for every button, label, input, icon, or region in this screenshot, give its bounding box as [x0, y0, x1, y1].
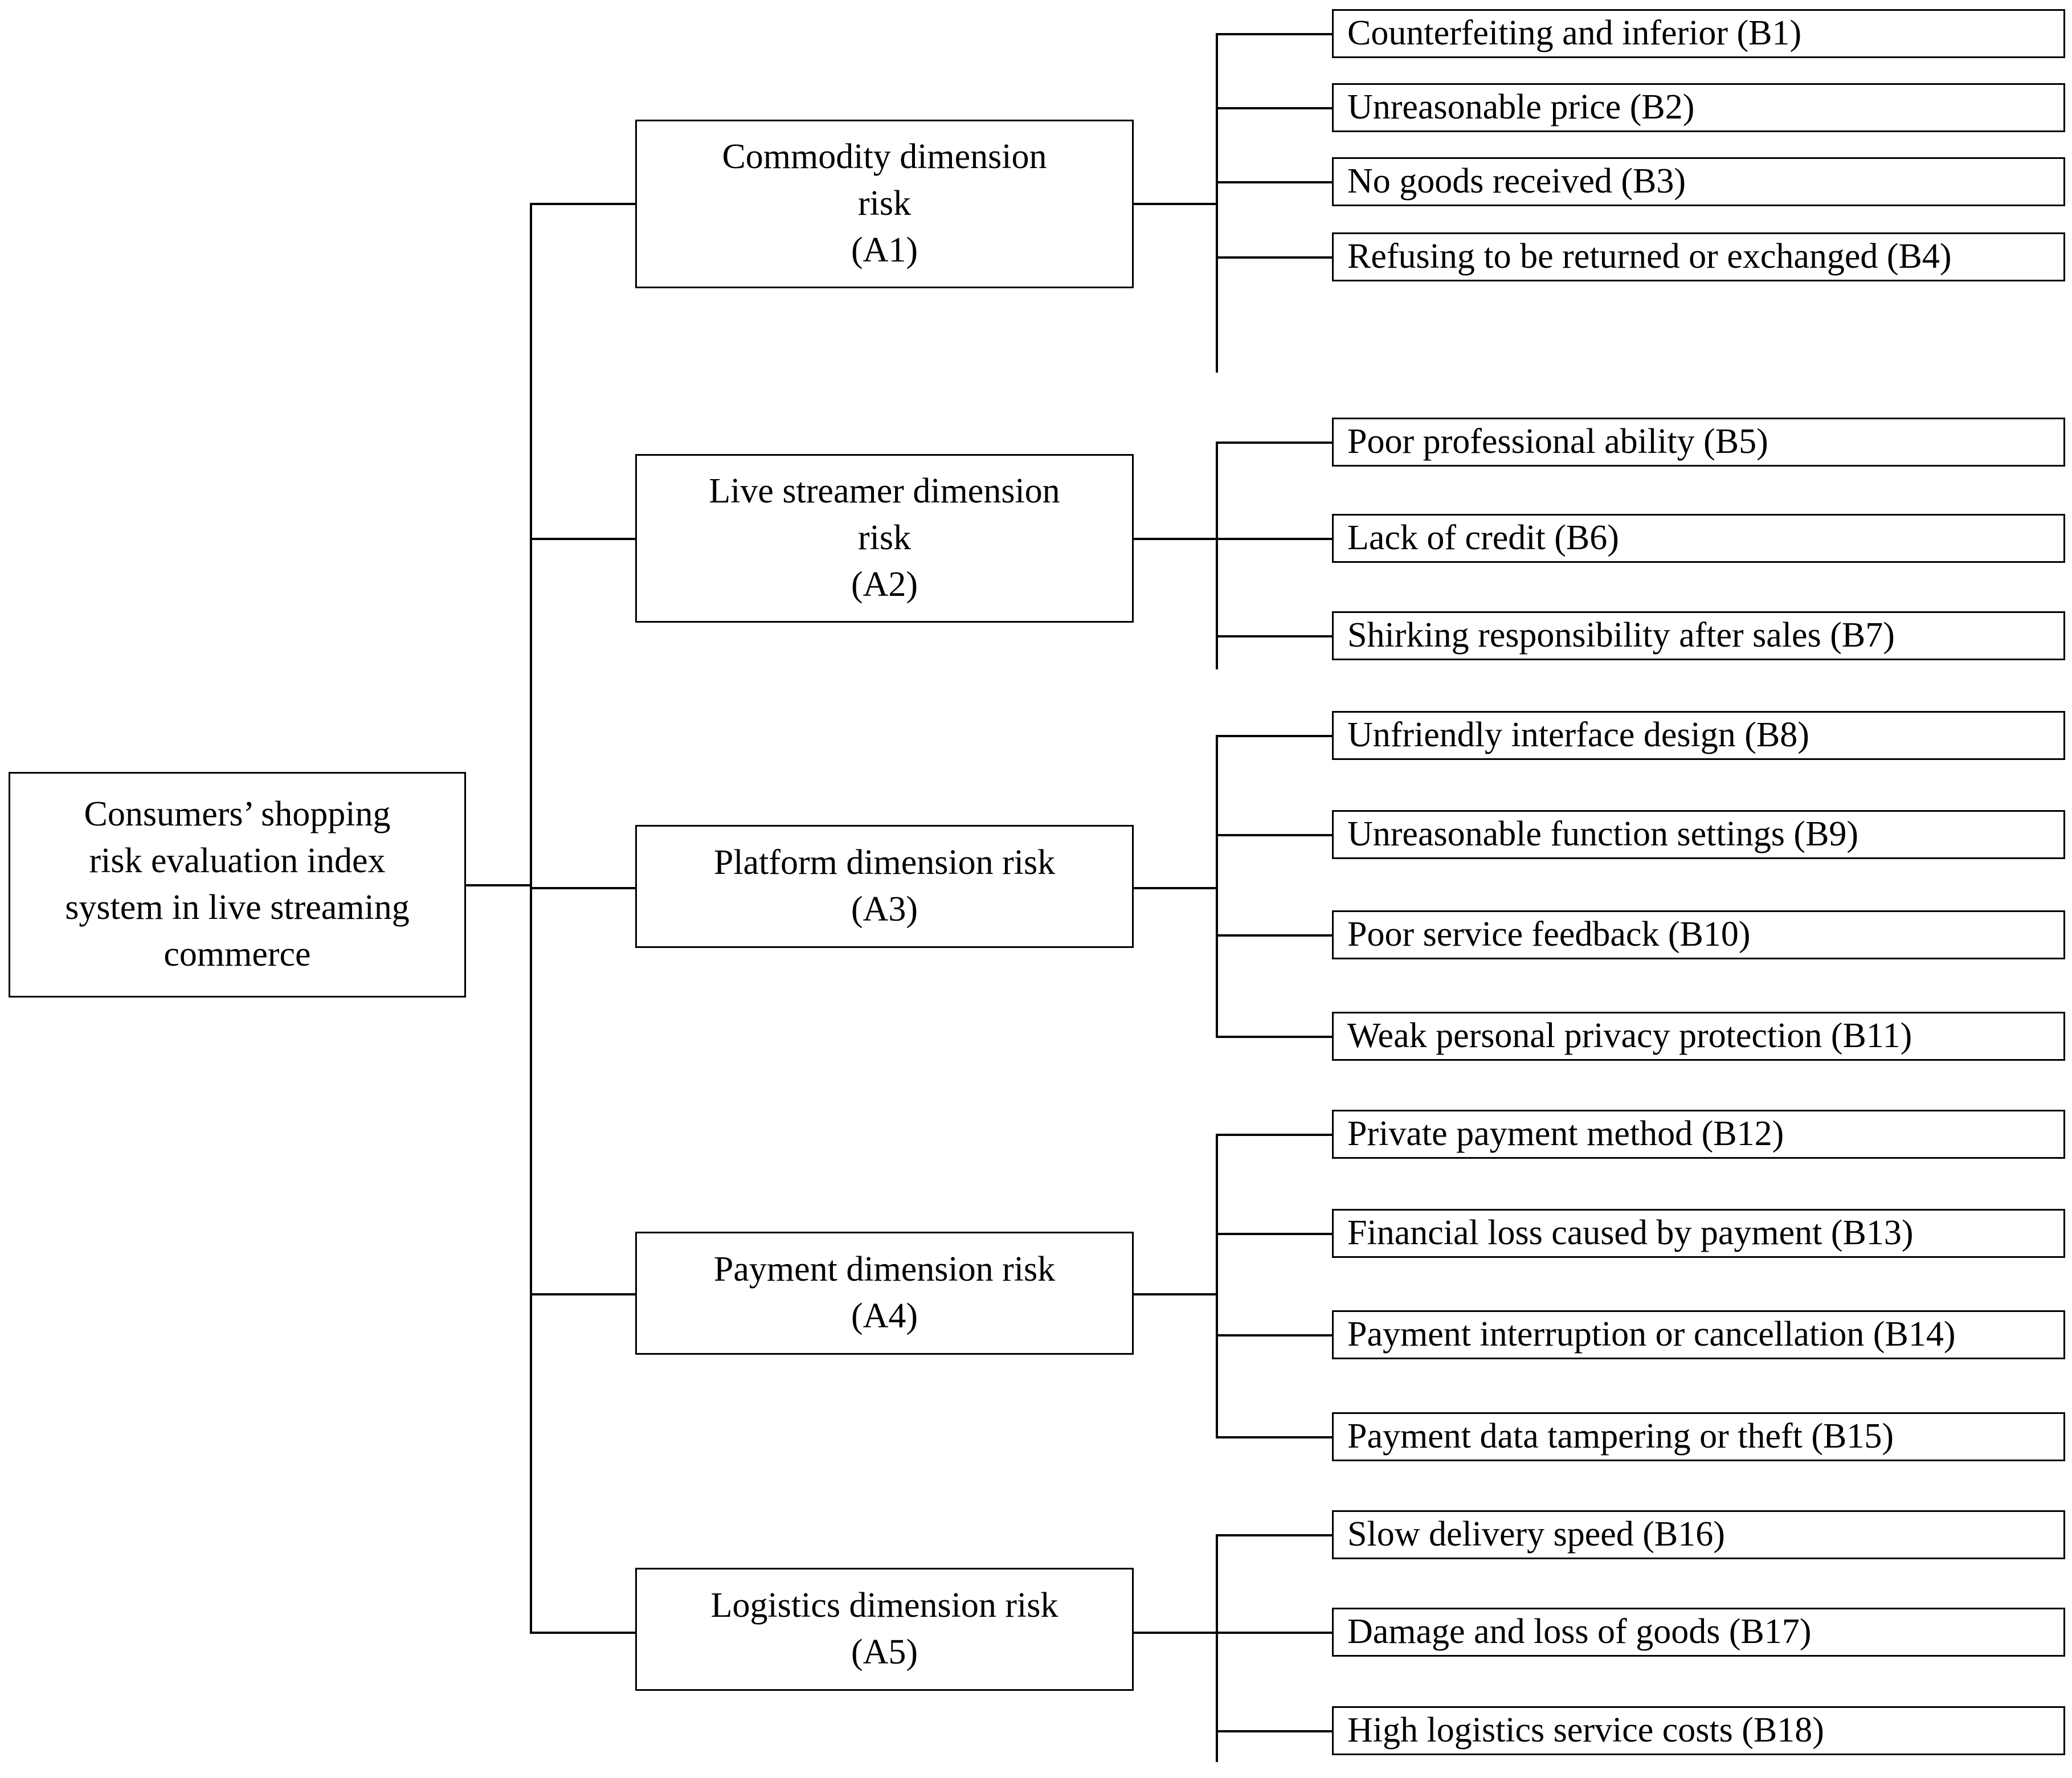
indicator-node-b10-label: Poor service feedback (B10) [1347, 915, 1751, 954]
connector-branch-to-b1 [1216, 33, 1333, 35]
indicator-node-b11[interactable]: Weak personal privacy protection (B11) [1332, 1012, 2065, 1061]
connector-trunk-to-a3 [530, 887, 637, 889]
root-node-label: Consumers’ shopping risk evaluation inde… [65, 795, 410, 974]
indicator-node-b6-label: Lack of credit (B6) [1347, 518, 1619, 558]
indicator-node-b15[interactable]: Payment data tampering or theft (B15) [1332, 1412, 2065, 1461]
root-node-box[interactable]: Consumers’ shopping risk evaluation inde… [9, 772, 466, 998]
indicator-node-b13[interactable]: Financial loss caused by payment (B13) [1332, 1209, 2065, 1258]
dimension-node-a2[interactable]: Live streamer dimension risk (A2) [635, 454, 1134, 623]
connector-branch-to-b10 [1216, 934, 1333, 937]
connector-trunk-to-a5 [530, 1632, 637, 1634]
connector-trunk-to-a1 [530, 203, 637, 205]
indicator-node-b8[interactable]: Unfriendly interface design (B8) [1332, 711, 2065, 760]
indicator-node-b11-label: Weak personal privacy protection (B11) [1347, 1016, 1912, 1056]
indicator-node-b8-label: Unfriendly interface design (B8) [1347, 716, 1809, 755]
connector-a2-to-branch [1133, 538, 1218, 540]
indicator-node-b5-label: Poor professional ability (B5) [1347, 422, 1768, 461]
indicator-node-b1-label: Counterfeiting and inferior (B1) [1347, 14, 1802, 53]
connector-trunk-to-a2 [530, 538, 637, 540]
indicator-node-b5[interactable]: Poor professional ability (B5) [1332, 418, 2065, 467]
connector-branch-to-b9 [1216, 834, 1333, 836]
connector-a1-to-branch [1133, 203, 1218, 205]
dimension-node-a4[interactable]: Payment dimension risk (A4) [635, 1232, 1134, 1355]
connector-branch-to-b16 [1216, 1534, 1333, 1536]
dimension-node-a4-label: Payment dimension risk (A4) [713, 1250, 1056, 1335]
connector-a5-branch-trunk [1216, 1534, 1218, 1762]
indicator-node-b16[interactable]: Slow delivery speed (B16) [1332, 1510, 2065, 1559]
indicator-node-b17[interactable]: Damage and loss of goods (B17) [1332, 1608, 2065, 1657]
connector-branch-to-b13 [1216, 1233, 1333, 1235]
connector-branch-to-b8 [1216, 735, 1333, 737]
connector-root-to-trunk [466, 884, 532, 886]
connector-a2-branch-trunk [1216, 442, 1218, 669]
connector-a1-branch-trunk [1216, 33, 1218, 373]
connector-a4-to-branch [1133, 1293, 1218, 1295]
indicator-node-b4-label: Refusing to be returned or exchanged (B4… [1347, 237, 1952, 276]
indicator-node-b4[interactable]: Refusing to be returned or exchanged (B4… [1332, 232, 2065, 281]
connector-a5-to-branch [1133, 1632, 1218, 1634]
dimension-node-a5[interactable]: Logistics dimension risk (A5) [635, 1568, 1134, 1691]
connector-branch-to-b15 [1216, 1436, 1333, 1438]
indicator-node-b2[interactable]: Unreasonable price (B2) [1332, 83, 2065, 132]
indicator-node-b10[interactable]: Poor service feedback (B10) [1332, 910, 2065, 959]
connector-a3-branch-trunk [1216, 735, 1218, 1037]
connector-branch-to-b3 [1216, 181, 1333, 183]
connector-branch-to-b18 [1216, 1730, 1333, 1732]
dimension-node-a2-label: Live streamer dimension risk (A2) [709, 472, 1060, 604]
indicator-node-b12[interactable]: Private payment method (B12) [1332, 1110, 2065, 1159]
connector-trunk-to-a4 [530, 1293, 637, 1295]
dimension-node-a1[interactable]: Commodity dimension risk (A1) [635, 120, 1134, 288]
dimension-node-a5-label: Logistics dimension risk (A5) [710, 1586, 1059, 1671]
indicator-node-b14-label: Payment interruption or cancellation (B1… [1347, 1315, 1956, 1354]
connector-main-trunk [530, 203, 532, 1634]
dimension-node-a3-label: Platform dimension risk (A3) [713, 843, 1056, 929]
indicator-node-b17-label: Damage and loss of goods (B17) [1347, 1612, 1812, 1652]
indicator-node-b1[interactable]: Counterfeiting and inferior (B1) [1332, 9, 2065, 58]
connector-branch-to-b5 [1216, 442, 1333, 444]
indicator-node-b2-label: Unreasonable price (B2) [1347, 88, 1695, 127]
connector-branch-to-b6 [1216, 538, 1333, 540]
connector-a4-branch-trunk [1216, 1134, 1218, 1438]
connector-branch-to-b11 [1216, 1036, 1333, 1038]
indicator-node-b14[interactable]: Payment interruption or cancellation (B1… [1332, 1310, 2065, 1359]
indicator-node-b13-label: Financial loss caused by payment (B13) [1347, 1213, 1914, 1253]
dimension-node-a1-label: Commodity dimension risk (A1) [722, 137, 1047, 269]
indicator-node-b3[interactable]: No goods received (B3) [1332, 157, 2065, 206]
connector-branch-to-b12 [1216, 1134, 1333, 1136]
connector-branch-to-b7 [1216, 635, 1333, 637]
indicator-node-b12-label: Private payment method (B12) [1347, 1114, 1784, 1154]
indicator-node-b18[interactable]: High logistics service costs (B18) [1332, 1706, 2065, 1755]
indicator-node-b15-label: Payment data tampering or theft (B15) [1347, 1417, 1894, 1456]
indicator-node-b7-label: Shirking responsibility after sales (B7) [1347, 616, 1895, 655]
indicator-node-b16-label: Slow delivery speed (B16) [1347, 1515, 1725, 1554]
indicator-node-b7[interactable]: Shirking responsibility after sales (B7) [1332, 611, 2065, 660]
dimension-node-a3[interactable]: Platform dimension risk (A3) [635, 825, 1134, 948]
connector-branch-to-b14 [1216, 1334, 1333, 1336]
indicator-node-b9[interactable]: Unreasonable function settings (B9) [1332, 810, 2065, 859]
indicator-node-b6[interactable]: Lack of credit (B6) [1332, 514, 2065, 563]
connector-a3-to-branch [1133, 887, 1218, 889]
indicator-node-b18-label: High logistics service costs (B18) [1347, 1711, 1824, 1750]
connector-branch-to-b17 [1216, 1632, 1333, 1634]
connector-branch-to-b4 [1216, 256, 1333, 259]
indicator-node-b3-label: No goods received (B3) [1347, 162, 1686, 201]
indicator-node-b9-label: Unreasonable function settings (B9) [1347, 815, 1859, 854]
connector-branch-to-b2 [1216, 107, 1333, 109]
